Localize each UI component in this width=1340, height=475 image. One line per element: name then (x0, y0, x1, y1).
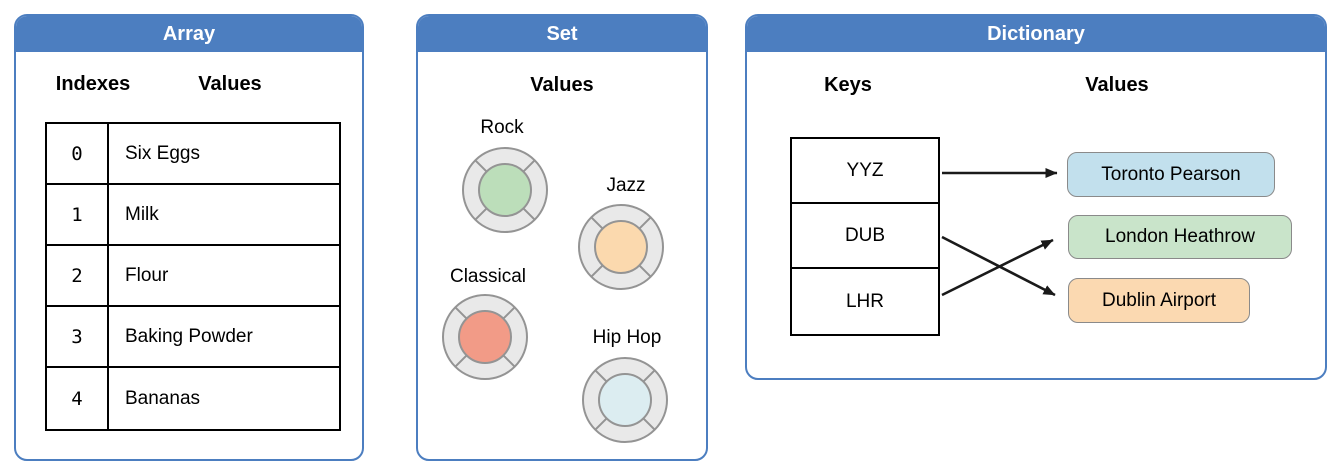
set-item-label-classical: Classical (449, 266, 527, 287)
dictionary-value-chip: Dublin Airport (1068, 278, 1250, 323)
array-index: 2 (47, 246, 109, 305)
arrow-dub-to-dublin (941, 235, 1056, 297)
dictionary-key: LHR (845, 290, 884, 312)
set-panel: Set Values Rock Jazz Classical Hip Hop (416, 14, 708, 461)
array-panel-title: Array (16, 16, 362, 52)
array-index: 4 (47, 368, 109, 429)
array-row: 2 Flour (47, 246, 339, 307)
record-ring-dividers (590, 216, 652, 278)
set-values-column-label: Values (530, 74, 594, 96)
array-index: 0 (47, 124, 109, 183)
set-item-label-hiphop: Hip Hop (592, 327, 662, 348)
set-item-label-rock: Rock (480, 117, 524, 138)
set-panel-title: Set (418, 16, 706, 52)
array-values-column-label: Values (198, 73, 262, 95)
array-index: 3 (47, 307, 109, 366)
set-item-circle-jazz (578, 204, 664, 290)
record-center (478, 163, 532, 217)
dictionary-key-table: YYZ DUB LHR (790, 137, 940, 336)
record-ring-dividers (454, 306, 516, 368)
set-item-circle-rock (462, 147, 548, 233)
dictionary-keys-column-label: Keys (824, 74, 872, 96)
dictionary-panel-title: Dictionary (747, 16, 1325, 52)
dictionary-key: YYZ (792, 139, 938, 204)
array-row: 0 Six Eggs (47, 124, 339, 185)
dictionary-key: DUB (792, 204, 938, 269)
record-center (594, 220, 648, 274)
array-value: Baking Powder (125, 325, 253, 347)
array-row: 3 Baking Powder (47, 307, 339, 368)
array-value: Six Eggs (125, 142, 200, 164)
dictionary-values-column-label: Values (1085, 74, 1149, 96)
array-row: 4 Bananas (47, 368, 339, 429)
array-value: Bananas (125, 387, 201, 409)
set-item-circle-hiphop (582, 357, 668, 443)
dictionary-panel: Dictionary Keys Values YYZ DUB LHR Toron… (745, 14, 1327, 380)
array-indexes-column-label: Indexes (55, 73, 131, 95)
array-value: Milk (125, 203, 159, 225)
dictionary-value-chip: Toronto Pearson (1067, 152, 1275, 197)
record-ring-dividers (594, 369, 656, 431)
record-center (598, 373, 652, 427)
set-item-circle-classical (442, 294, 528, 380)
array-table: 0 Six Eggs 1 Milk 2 Flour 3 Baking Powde… (45, 122, 341, 431)
arrow-lhr-to-london (941, 238, 1054, 297)
set-item-label-jazz: Jazz (606, 175, 646, 196)
record-center (458, 310, 512, 364)
record-ring-dividers (474, 159, 536, 221)
array-row: 1 Milk (47, 185, 339, 246)
dictionary-value-chip: London Heathrow (1068, 215, 1292, 259)
array-value: Flour (125, 264, 169, 286)
array-panel: Array Indexes Values 0 Six Eggs 1 Milk 2… (14, 14, 364, 461)
array-index: 1 (47, 185, 109, 244)
